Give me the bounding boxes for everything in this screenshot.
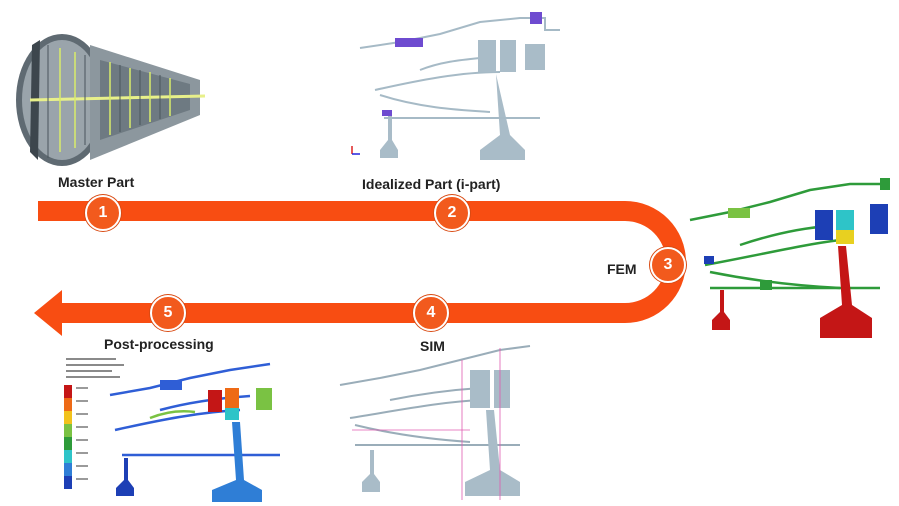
stage-4-badge: 4 xyxy=(413,295,449,331)
fem-mesh-image xyxy=(689,178,890,338)
post-processing-image xyxy=(64,358,280,502)
stage-2-badge: 2 xyxy=(434,195,470,231)
stage-1-badge: 1 xyxy=(85,195,121,231)
sim-image xyxy=(339,345,531,500)
stage-1-label: Master Part xyxy=(58,174,135,190)
idealized-part-image xyxy=(351,12,560,160)
stage-5-label: Post-processing xyxy=(104,336,214,352)
stage-3-label: FEM xyxy=(607,261,637,277)
stage-3-badge: 3 xyxy=(650,247,686,283)
stage-4-label: SIM xyxy=(420,338,445,354)
master-part-engine-image xyxy=(16,34,206,166)
stage-5-badge: 5 xyxy=(150,295,186,331)
stage-2-label: Idealized Part (i-part) xyxy=(362,176,501,192)
workflow-arrow xyxy=(34,201,686,336)
